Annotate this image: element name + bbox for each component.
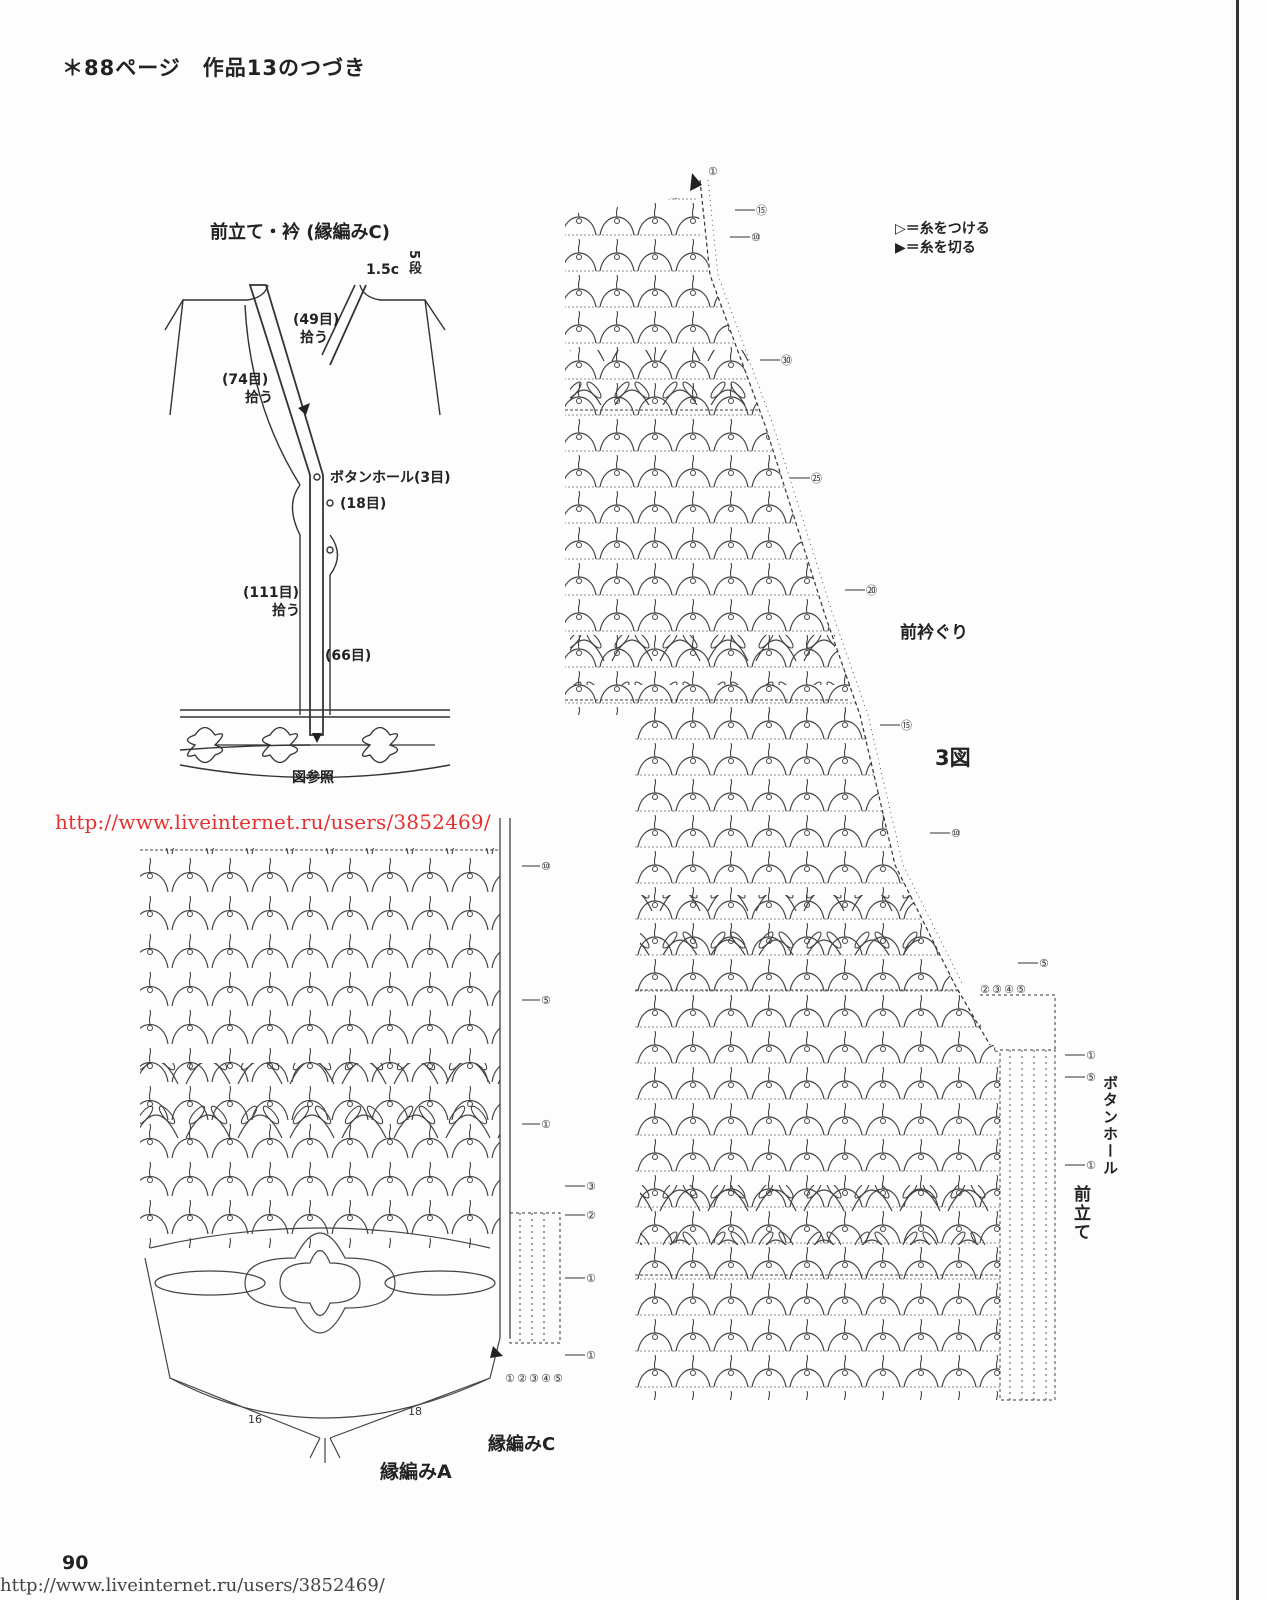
label-st-66: (66目): [325, 648, 372, 664]
bottom-mark: ②: [517, 1372, 527, 1385]
label-edge-a: 縁編みA: [380, 1461, 452, 1483]
row-mark: ⑩: [751, 231, 761, 244]
bottom-mark: ③: [529, 1372, 539, 1385]
chart-figure-3: ⑮ ⑩ ㉚ ㉕ ⑳ ⑮ ⑩ ⑤ ① ① ⑤ ① ② ③ ④ ⑤: [565, 165, 1096, 1401]
chart-edging-a: ⑩ ⑤ ① ③ ② ① ① ① ② ③ ④ ⑤ 16 18: [140, 818, 596, 1463]
label-see-figure: 図参照: [292, 770, 334, 786]
bottom-mark: ④: [1004, 983, 1014, 996]
bottom-mark: ②: [980, 983, 990, 996]
row-mark: ①: [1086, 1049, 1096, 1062]
label-pick-74: (74目): [222, 372, 269, 388]
row-mark: ⑤: [1086, 1071, 1096, 1084]
row-mark: ⑳: [866, 584, 877, 597]
row-mark: ⑮: [756, 204, 767, 217]
count-label: 16: [248, 1413, 262, 1426]
label-pick-74-sub: 拾う: [245, 390, 273, 406]
row-mark: ⑩: [951, 827, 961, 840]
label-edge-c: 縁編みC: [488, 1434, 556, 1455]
label-placket: 前立て: [1070, 1185, 1090, 1242]
bottom-mark: ⑤: [553, 1372, 563, 1385]
row-mark: ⑤: [1039, 957, 1049, 970]
label-buttonhole: ボタンホール(3目): [330, 470, 451, 486]
legend-cut: ▶＝糸を切る: [895, 240, 976, 256]
label-front-neck: 前衿ぐり: [900, 623, 968, 643]
page-number: 90: [62, 1552, 89, 1574]
label-pick-49-sub: 拾う: [300, 330, 328, 346]
label-pick-49: (49目): [293, 312, 340, 328]
row-mark: ①: [586, 1272, 596, 1285]
count-label: 18: [408, 1405, 422, 1418]
page-header: ＊88ページ 作品13のつづき: [62, 56, 367, 80]
dim-width: 1.5c: [366, 262, 400, 278]
row-mark: ⑤: [541, 994, 551, 1007]
row-mark: ㉕: [811, 472, 822, 485]
bottom-mark: ①: [505, 1372, 515, 1385]
page-edge-line: [1236, 0, 1239, 1600]
row-mark: ①: [541, 1118, 551, 1131]
dim-rows: 5段: [406, 250, 421, 277]
watermark-bottom: http://www.liveinternet.ru/users/3852469…: [0, 1575, 385, 1596]
label-pick-111-sub: 拾う: [272, 603, 300, 619]
row-mark: ①: [708, 165, 718, 178]
watermark-top: http://www.liveinternet.ru/users/3852469…: [55, 810, 491, 834]
label-figure-3: 3図: [935, 746, 971, 770]
label-right-buttonhole: ボタンホール: [1101, 1075, 1119, 1177]
schematic-drawing: [164, 284, 451, 779]
row-mark: ③: [586, 1180, 596, 1193]
label-st-18: (18目): [340, 496, 387, 512]
legend-attach: ▷＝糸をつける: [895, 221, 990, 237]
row-mark: ⑩: [541, 860, 551, 873]
row-mark: ①: [586, 1349, 596, 1362]
label-pick-111: (111目): [243, 585, 300, 601]
schematic-title: 前立て・衿 (縁編みC): [210, 222, 390, 243]
bottom-mark: ④: [541, 1372, 551, 1385]
row-mark: ㉚: [781, 354, 792, 367]
bottom-mark: ⑤: [1016, 983, 1026, 996]
row-mark: ⑮: [901, 719, 912, 732]
bottom-mark: ③: [992, 983, 1002, 996]
row-mark: ①: [1086, 1159, 1096, 1172]
row-mark: ②: [586, 1209, 596, 1222]
